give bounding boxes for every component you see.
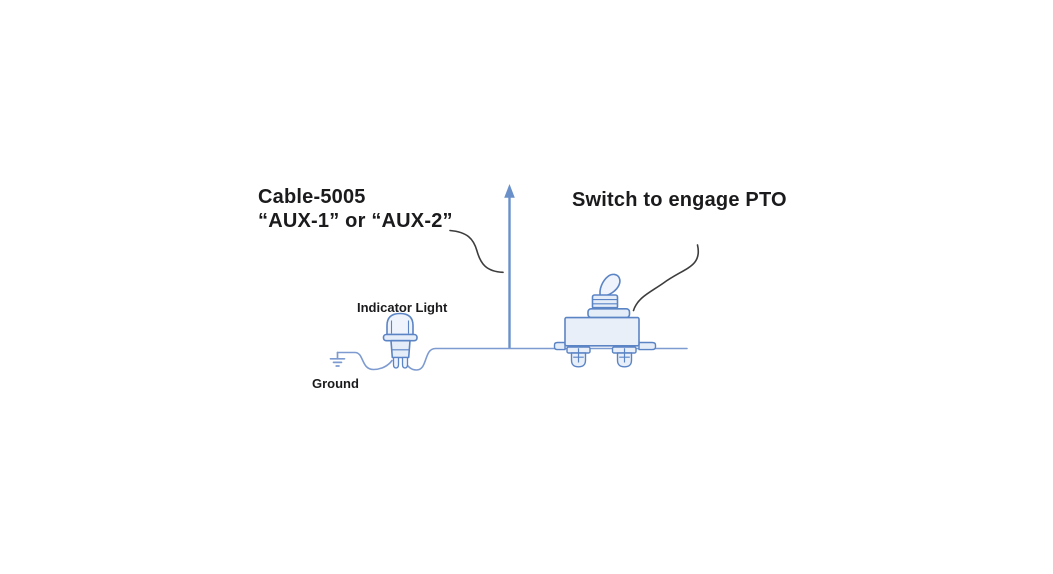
switch-label: Switch to engage PTO (572, 189, 787, 211)
switch-nut-threads (593, 299, 617, 308)
toggle-switch-icon (553, 273, 657, 368)
bulb-lead-left (392, 356, 400, 369)
arrowhead (504, 184, 515, 198)
cable-label-line1: Cable-5005 (258, 186, 366, 208)
cable-leader-line (449, 229, 504, 274)
bulb-base (390, 339, 411, 359)
terminal-screw-slot-right (619, 348, 630, 363)
terminal-screw-slot-left (573, 348, 584, 363)
bulb-dome (386, 312, 414, 336)
switch-flange-right (638, 341, 657, 351)
switch-collar (587, 307, 631, 319)
cable-annotation: Cable-5005 “AUX-1” or “AUX-2” (258, 186, 504, 274)
switch-nut (591, 294, 619, 310)
main-wire (403, 347, 688, 371)
indicator-light-label: Indicator Light (357, 300, 448, 315)
up-arrow-icon (504, 184, 515, 349)
switch-lever (599, 273, 621, 298)
ground-to-light-wire (336, 351, 393, 371)
switch-flange-left (553, 341, 566, 351)
switch-leader-line (632, 244, 700, 312)
ground-label: Ground (312, 376, 359, 391)
indicator-light-icon (382, 312, 418, 369)
bulb-flange (382, 333, 418, 342)
switch-body (564, 316, 640, 347)
bulb-lead-right (401, 356, 409, 369)
cable-label-line2: “AUX-1” or “AUX-2” (258, 210, 453, 232)
bulb-facet-lines (390, 320, 410, 334)
ground-icon (329, 351, 346, 367)
switch-annotation: Switch to engage PTO (572, 189, 787, 312)
